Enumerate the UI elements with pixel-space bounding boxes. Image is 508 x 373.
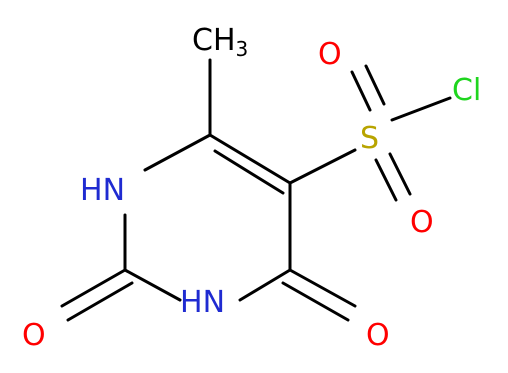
bond-s-o-top-b bbox=[364, 64, 386, 106]
atom-labels: CH3 HN HN O O S O O Cl bbox=[22, 23, 481, 353]
bond-s-o-top-a bbox=[350, 70, 372, 112]
ch3-subscript: 3 bbox=[236, 37, 249, 61]
bond-s-o-bottom-a bbox=[374, 158, 398, 202]
atom-s: S bbox=[360, 121, 379, 156]
atom-o2: O bbox=[22, 318, 46, 353]
atom-n3: HN bbox=[180, 285, 225, 320]
bond-s-cl bbox=[390, 96, 452, 122]
n3-label: N bbox=[203, 285, 225, 320]
n1-h: H bbox=[80, 173, 103, 208]
bond-s-o-bottom-b bbox=[388, 152, 412, 196]
atom-ch3: CH3 bbox=[192, 23, 248, 61]
bond-c5-s bbox=[288, 148, 357, 185]
n1-label: N bbox=[103, 173, 125, 208]
bond-c4-o4-b bbox=[281, 281, 350, 322]
bond-c2-o2-a bbox=[60, 268, 127, 308]
atom-cl: Cl bbox=[452, 73, 481, 108]
atom-n1: HN bbox=[80, 173, 125, 208]
bond-c2-o2-b bbox=[66, 281, 134, 322]
bond-c4-o4-a bbox=[288, 268, 357, 308]
ch3-label: CH bbox=[192, 23, 236, 58]
bonds bbox=[60, 58, 452, 322]
n3-h: H bbox=[180, 285, 203, 320]
bond-c4-n3 bbox=[238, 268, 292, 302]
bond-c6-c5-double-inner bbox=[213, 149, 285, 195]
bond-n3-c2 bbox=[123, 268, 182, 302]
atom-o-sulfonyl-top: O bbox=[318, 37, 342, 72]
atom-o-sulfonyl-bottom: O bbox=[410, 205, 434, 240]
bond-c6-c5-double-outer bbox=[208, 133, 292, 185]
atom-o4: O bbox=[366, 318, 390, 353]
bond-n1-c6 bbox=[143, 133, 212, 172]
